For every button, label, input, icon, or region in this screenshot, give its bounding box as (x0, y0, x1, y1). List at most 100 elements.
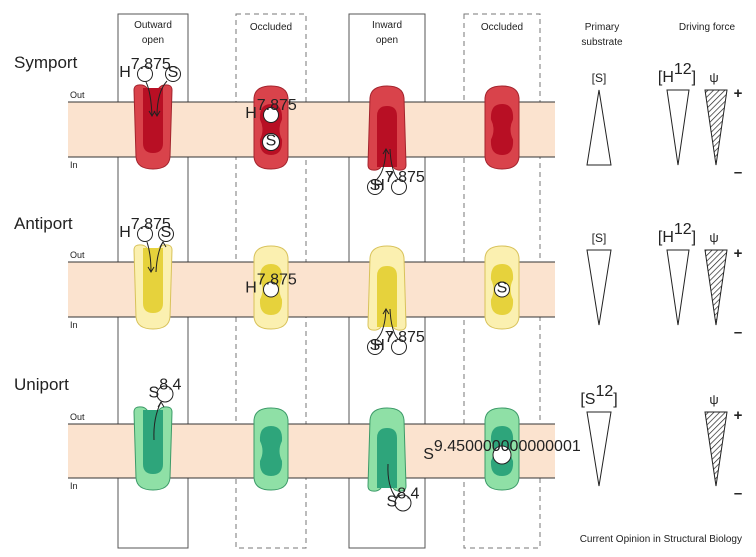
symport-in-label: In (70, 160, 78, 170)
symport-outward-protein (133, 84, 173, 170)
antiport-outward-arrow-h-head (147, 266, 155, 273)
uniport-plus-sign: + (734, 407, 743, 424)
symport-plus-sign: + (734, 85, 743, 102)
uniport-inward-protein (367, 407, 407, 492)
uniport-inward-s: S8.4 (387, 485, 420, 512)
header-occluded-2: Occluded (481, 22, 523, 33)
symport-inward-protein (367, 85, 407, 171)
antiport-outward-arrow-s-head (159, 241, 167, 248)
uniport-inward-s-circle (394, 494, 412, 512)
symport-psi-label: ψ (709, 70, 718, 85)
uniport-outward-protein (133, 406, 173, 491)
antiport-inward-h-label: H7.875 (373, 329, 425, 355)
symport-outward-h-circle (137, 66, 153, 82)
antiport-inward-h: H7.875 (373, 329, 425, 355)
antiport-inward-arrow-s-head (382, 308, 390, 315)
antiport-plus-sign: + (734, 245, 743, 262)
symport-inward-h: H7.875 (373, 169, 425, 195)
antiport-title: Antiport (14, 214, 73, 233)
uniport-occluded-2-s: S9.450000000000001 (423, 437, 581, 465)
symport-psi-wedge (704, 89, 728, 166)
antiport-outward-h-circle (137, 226, 153, 242)
antiport-inward-h-circle (391, 339, 407, 355)
symport-outward-arrow-h-head (148, 110, 156, 117)
antiport-occluded-2-s-label: S7.875 (497, 280, 508, 297)
symport-inward-h-label: H7.875 (373, 169, 425, 195)
symport-inward-s-label: S7.875 (370, 177, 381, 194)
uniport-outward-s: S8.4 (149, 376, 182, 403)
antiport-proton-wedge (666, 249, 690, 326)
symport-minus-sign: – (734, 164, 742, 181)
symport-inward-arrow-s-head (382, 148, 390, 155)
uniport-minus-sign: – (734, 485, 742, 502)
symport-outward-s-circle (165, 66, 181, 82)
antiport-inward-protein (367, 245, 407, 331)
uniport-psi-wedge (704, 411, 728, 487)
uniport-inward-protein-channel (377, 428, 397, 488)
symport-occluded-2-protein-channel (490, 104, 514, 155)
header-inward: Inward (372, 20, 402, 31)
symport-outward-protein-channel (143, 88, 163, 153)
uniport-title: Uniport (14, 375, 69, 394)
symport-occluded-h: H7.875 (245, 97, 297, 123)
header-occluded-1: Occluded (250, 22, 292, 33)
antiport-inward-s: S7.875 (367, 337, 383, 355)
uniport-occluded-1-protein-channel (259, 426, 283, 476)
symport-occluded-s-label: S8.925 (266, 133, 277, 150)
symport-outward-s: S7.875 (165, 64, 181, 82)
symport-outward-h-label: H7.875 (119, 56, 171, 82)
antiport-outward-s-circle (158, 226, 174, 242)
uniport-occluded-2-s-label: S9.450000000000001 (423, 437, 581, 463)
antiport-occluded-2-s: S7.875 (494, 280, 510, 298)
antiport-proton-label: [H12] (658, 221, 696, 247)
antiport-minus-sign: – (734, 324, 742, 341)
header-inward-open: open (376, 35, 398, 46)
uniport-out-label: Out (70, 412, 85, 422)
symport-title: Symport (14, 53, 78, 72)
uniport-outward-protein-channel (143, 410, 163, 474)
header-outward: Outward (134, 20, 172, 31)
symport-inward-arrow-s (376, 148, 387, 180)
antiport-psi-label: ψ (709, 230, 718, 245)
antiport-inward-protein-channel (377, 266, 397, 327)
uniport-outward-s-label: S8.4 (149, 376, 182, 402)
antiport-outward-arrow-h (146, 241, 152, 273)
symport-proton-wedge (666, 89, 690, 166)
symport-inward-s-circle (367, 179, 383, 195)
symport-occluded-s-circle (262, 133, 280, 151)
header-primary: Primary (585, 22, 619, 33)
uniport-outward-s-circle (156, 385, 174, 403)
antiport-primary-wedge (586, 249, 612, 326)
uniport-in-label: In (70, 481, 78, 491)
header-outward-open: open (142, 35, 164, 46)
antiport-outward-s-label: S7.875 (161, 224, 172, 241)
antiport-occluded-2-s-circle (494, 281, 510, 298)
symport-inward-protein-channel (377, 106, 397, 167)
antiport-outward-protein (133, 244, 173, 330)
symport-outward-arrow-s-head (153, 110, 161, 117)
header-substrate: substrate (581, 37, 623, 48)
symport-occluded-h-label: H7.875 (245, 97, 297, 123)
antiport-psi-wedge (704, 249, 728, 326)
symport-inward-arrow-h (389, 148, 399, 180)
symport-inward-arrow-h-head (386, 171, 394, 178)
journal-caption: Current Opinion in Structural Biology (579, 534, 742, 545)
uniport-psi-label: ψ (709, 392, 718, 407)
symport-outward-arrow-s (156, 80, 168, 117)
antiport-primary-label: [S] (592, 231, 607, 245)
symport-primary-wedge (586, 89, 612, 166)
symport-occluded-h-circle (263, 107, 279, 123)
symport-occluded-s: S8.925 (262, 133, 280, 151)
antiport-outward-protein-channel (143, 248, 163, 313)
symport-inward-s: S7.875 (367, 177, 383, 195)
uniport-inward-arrow-head (392, 492, 400, 499)
symport-out-label: Out (70, 90, 85, 100)
antiport-inward-arrow-h (389, 308, 399, 340)
antiport-inward-s-label: S7.875 (370, 337, 381, 354)
header-driving-force: Driving force (679, 22, 736, 33)
antiport-outward-s: S7.875 (158, 224, 174, 242)
antiport-occluded-1-h-circle (263, 281, 279, 298)
antiport-in-label: In (70, 320, 78, 330)
uniport-primary-label: [S12] (580, 383, 617, 409)
